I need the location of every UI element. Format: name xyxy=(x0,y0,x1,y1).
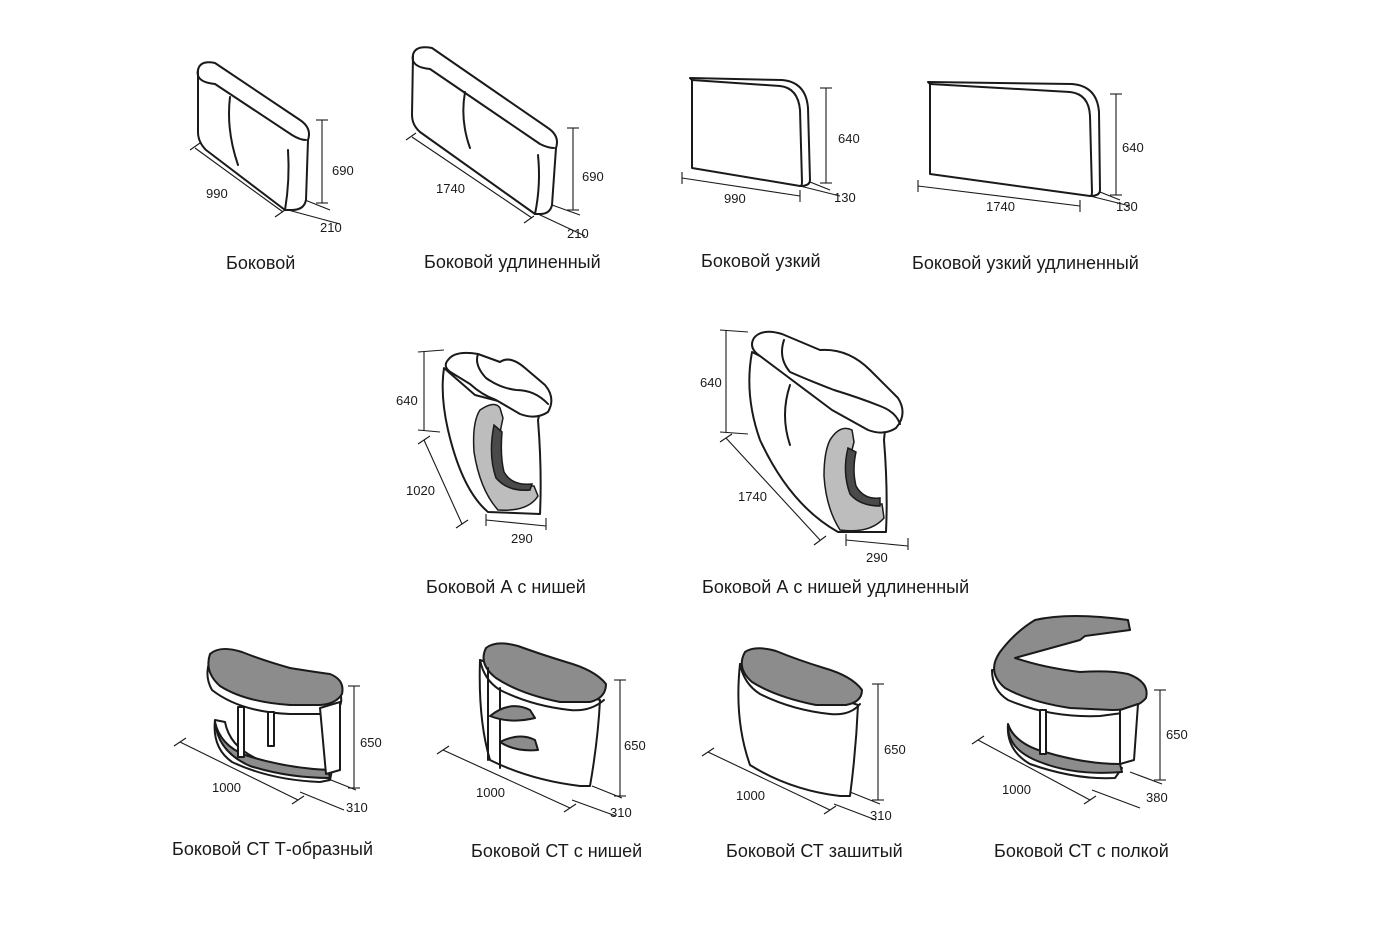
dim-depth: 210 xyxy=(320,220,342,235)
dim-width: 990 xyxy=(206,186,228,201)
dim-depth: 290 xyxy=(511,531,533,546)
armrest-narrow-long-drawing: 1740 640 130 xyxy=(917,81,1144,214)
dim-height: 640 xyxy=(1122,140,1144,155)
caption-armrest-st-t-shaped: Боковой СТ Т-образный xyxy=(172,839,374,859)
armrest-narrow-drawing: 990 640 130 xyxy=(681,77,860,206)
dim-height: 650 xyxy=(360,735,382,750)
dim-height: 650 xyxy=(624,738,646,753)
dim-length: 1020 xyxy=(406,483,435,498)
dim-height: 640 xyxy=(838,131,860,146)
dim-width: 1000 xyxy=(1002,782,1031,797)
caption-armrest-standard: Боковой xyxy=(226,253,296,273)
caption-armrest-st-shelf: Боковой СТ с полкой xyxy=(994,841,1169,861)
dim-height: 690 xyxy=(332,163,354,178)
caption-armrest-st-closed: Боковой СТ зашитый xyxy=(726,841,903,861)
dim-height: 640 xyxy=(396,393,418,408)
dim-depth: 210 xyxy=(567,226,589,241)
dim-width: 1000 xyxy=(476,785,505,800)
dim-depth: 310 xyxy=(346,800,368,815)
dim-depth: 310 xyxy=(870,808,892,823)
dim-width: 1000 xyxy=(212,780,241,795)
dim-width: 1740 xyxy=(436,181,465,196)
dim-depth: 130 xyxy=(834,190,856,205)
caption-armrest-a-niche: Боковой А с нишей xyxy=(426,577,586,597)
dim-height: 650 xyxy=(1166,727,1188,742)
dim-width: 1740 xyxy=(986,199,1015,214)
dim-height: 690 xyxy=(582,169,604,184)
caption-armrest-a-niche-long: Боковой А с нишей удлиненный xyxy=(702,577,970,597)
armrest-long-drawing: 1740 690 210 xyxy=(405,46,604,241)
armrest-st-t-shaped-drawing: 1000 650 310 xyxy=(173,648,382,815)
dim-depth: 380 xyxy=(1146,790,1168,805)
dim-depth: 290 xyxy=(866,550,888,565)
dim-height: 640 xyxy=(700,375,722,390)
dim-height: 650 xyxy=(884,742,906,757)
dim-width: 1000 xyxy=(736,788,765,803)
armrest-st-shelf-drawing: 1000 650 380 xyxy=(971,615,1188,809)
armrest-a-niche-long-drawing: 640 1740 290 xyxy=(700,329,909,565)
dim-depth: 310 xyxy=(610,805,632,820)
caption-armrest-narrow: Боковой узкий xyxy=(701,251,821,271)
armrest-st-niche-drawing: 1000 650 310 xyxy=(436,642,646,820)
dim-width: 990 xyxy=(724,191,746,206)
armrest-a-niche-drawing: 640 1020 290 xyxy=(396,349,553,546)
caption-armrest-long: Боковой удлиненный xyxy=(424,252,601,272)
caption-armrest-st-niche: Боковой СТ с нишей xyxy=(471,841,643,861)
caption-armrest-narrow-long: Боковой узкий удлиненный xyxy=(912,253,1139,273)
dim-depth: 130 xyxy=(1116,199,1138,214)
armrest-st-closed-drawing: 1000 650 310 xyxy=(701,647,906,823)
dim-length: 1740 xyxy=(738,489,767,504)
armrest-standard-drawing: 990 690 210 xyxy=(189,61,354,235)
